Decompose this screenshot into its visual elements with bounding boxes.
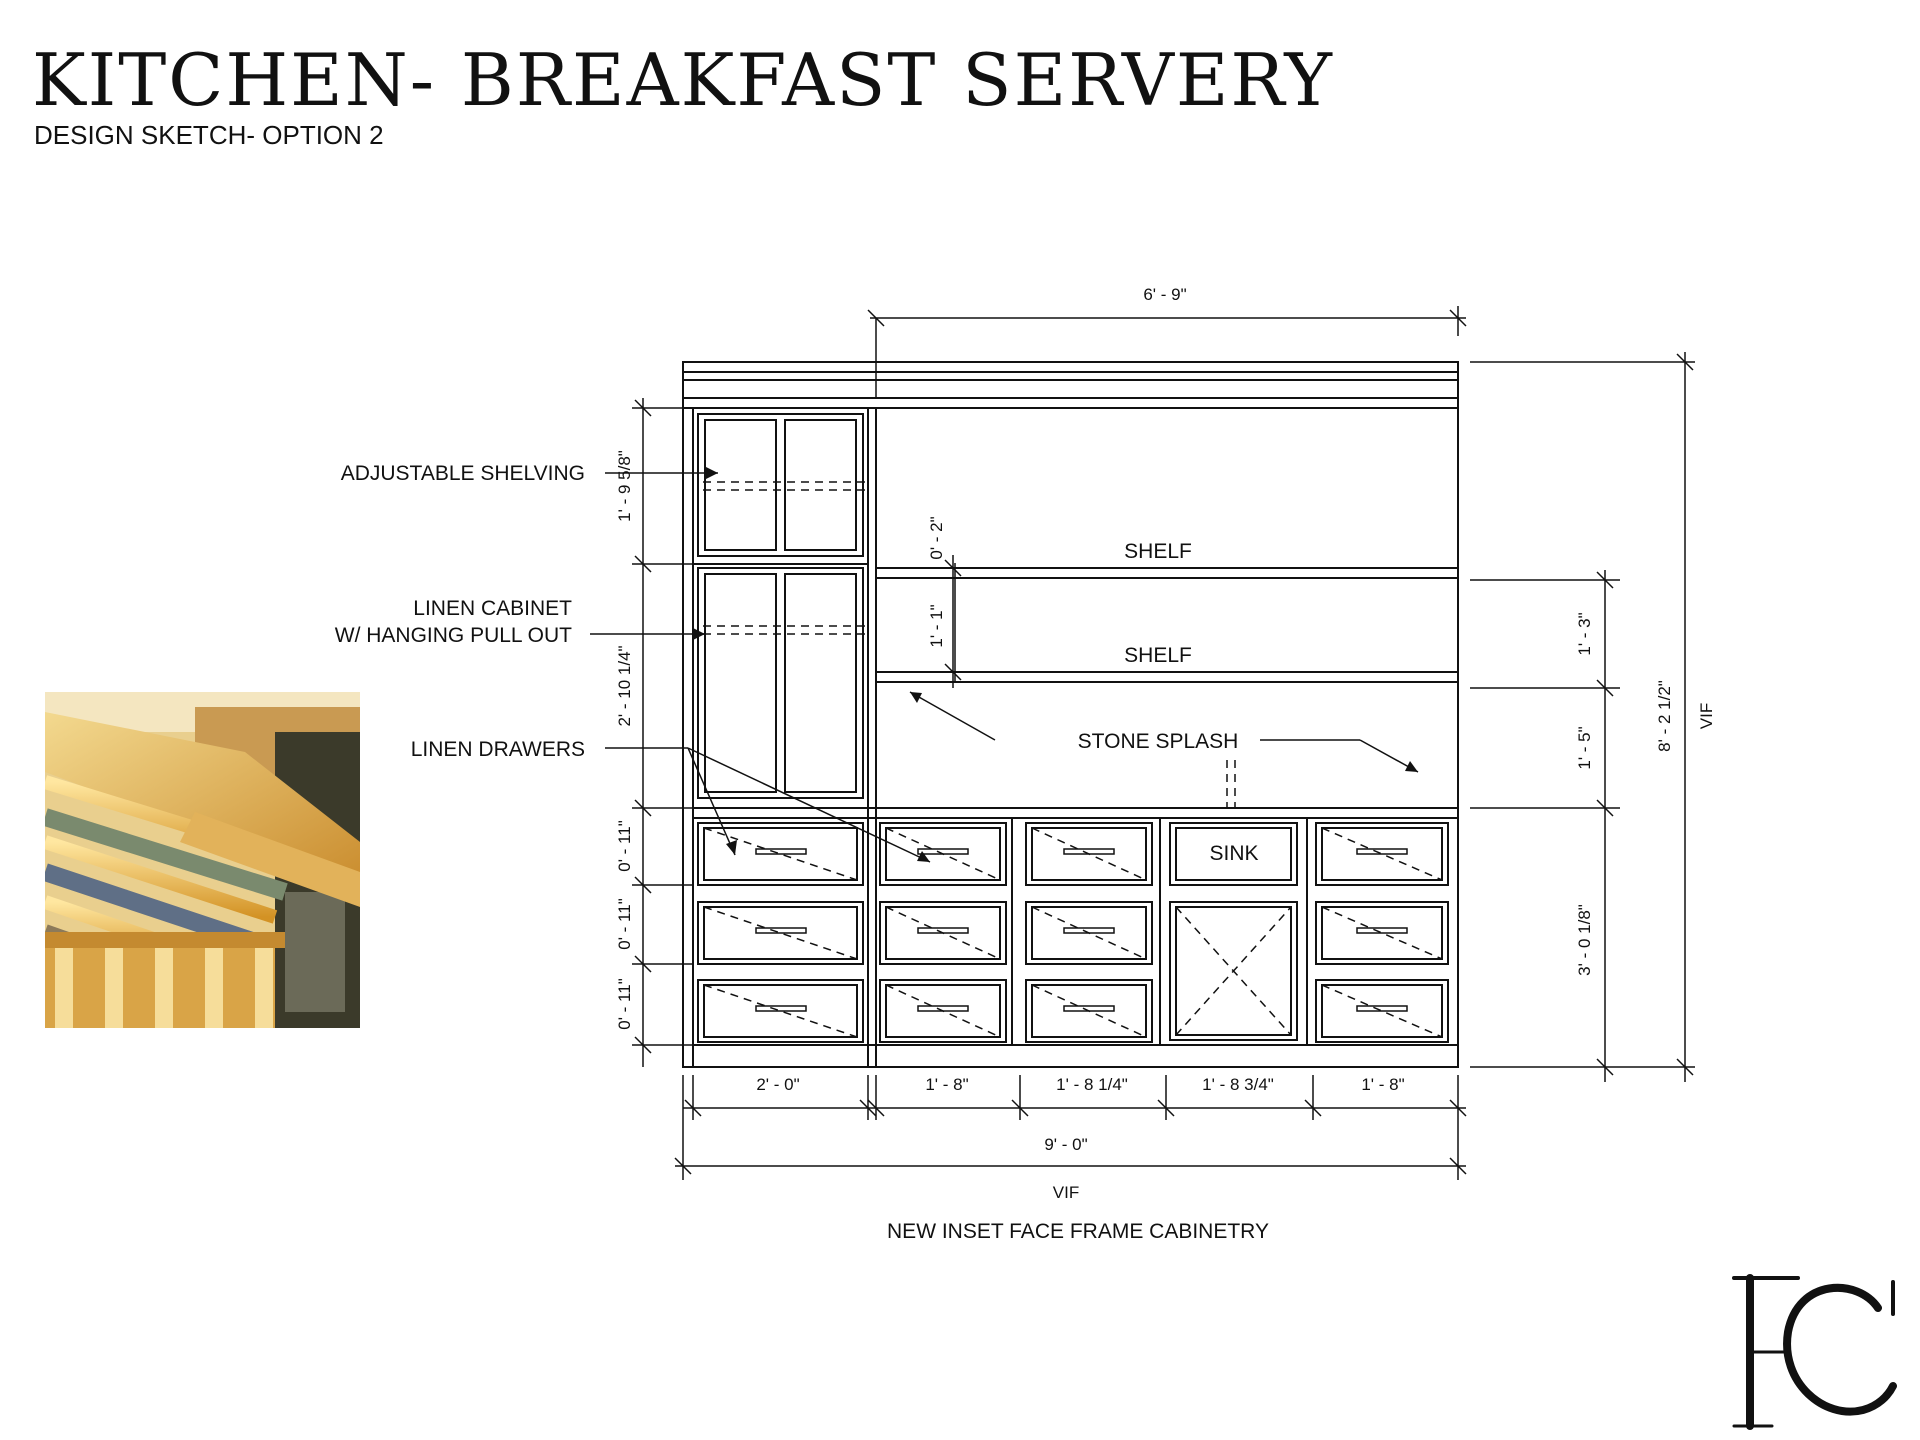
dim-bottom-col-5: 1' - 8" — [1361, 1075, 1404, 1094]
dim-top-width: 6' - 9" — [1143, 285, 1186, 304]
label-shelf-lower: SHELF — [1124, 644, 1192, 667]
drawer-fronts — [697, 822, 1449, 1043]
drawer-handles — [755, 848, 1408, 1012]
dim-right-base-height: 3' - 0 1/8" — [1575, 904, 1594, 976]
label-stone-splash: STONE SPLASH — [1078, 730, 1239, 753]
dim-overall-width-note: VIF — [1053, 1183, 1079, 1202]
dim-drawer-height-3: 0' - 11" — [615, 978, 634, 1030]
dim-left-middle-height: 2' - 10 1/4" — [615, 645, 634, 726]
cabinet-outline — [682, 361, 1459, 1068]
dim-right-splash-height: 1' - 5" — [1575, 726, 1594, 769]
dim-overall-width: 9' - 0" — [1044, 1135, 1087, 1154]
dim-overall-height: 8' - 2 1/2" — [1655, 680, 1674, 752]
dim-overall-height-note: VIF — [1697, 703, 1716, 729]
dim-shelf-spacing: 1' - 1" — [927, 604, 946, 647]
page-title: KITCHEN- BREAKFAST SERVERY — [32, 38, 1334, 122]
dim-drawer-height-1: 0' - 11" — [615, 820, 634, 872]
page-subtitle: DESIGN SKETCH- OPTION 2 — [34, 120, 384, 150]
dim-bottom-col-2: 1' - 8" — [925, 1075, 968, 1094]
dim-bottom-col-4: 1' - 8 3/4" — [1202, 1075, 1274, 1094]
label-shelf-upper: SHELF — [1124, 540, 1192, 563]
dim-left-upper-height: 1' - 9 5/8" — [615, 450, 634, 522]
dim-drawer-height-2: 0' - 11" — [615, 898, 634, 950]
dim-right-shelf-height: 1' - 3" — [1575, 612, 1594, 655]
label-linen-cabinet: LINEN CABINET — [413, 597, 572, 620]
drawing-caption: NEW INSET FACE FRAME CABINETRY — [887, 1220, 1269, 1243]
dim-bottom-col-3: 1' - 8 1/4" — [1056, 1075, 1128, 1094]
dim-shelf-gap: 0' - 2" — [927, 516, 946, 559]
label-hanging-pull-out: W/ HANGING PULL OUT — [335, 624, 572, 647]
pull-out-linen-rack-photo-icon — [45, 692, 360, 1028]
dim-bottom-col-1: 2' - 0" — [756, 1075, 799, 1094]
fc-monogram-logo-icon — [1732, 1274, 1897, 1430]
label-linen-drawers: LINEN DRAWERS — [411, 738, 585, 761]
label-sink: SINK — [1209, 842, 1258, 865]
label-adjustable-shelving: ADJUSTABLE SHELVING — [341, 462, 585, 485]
